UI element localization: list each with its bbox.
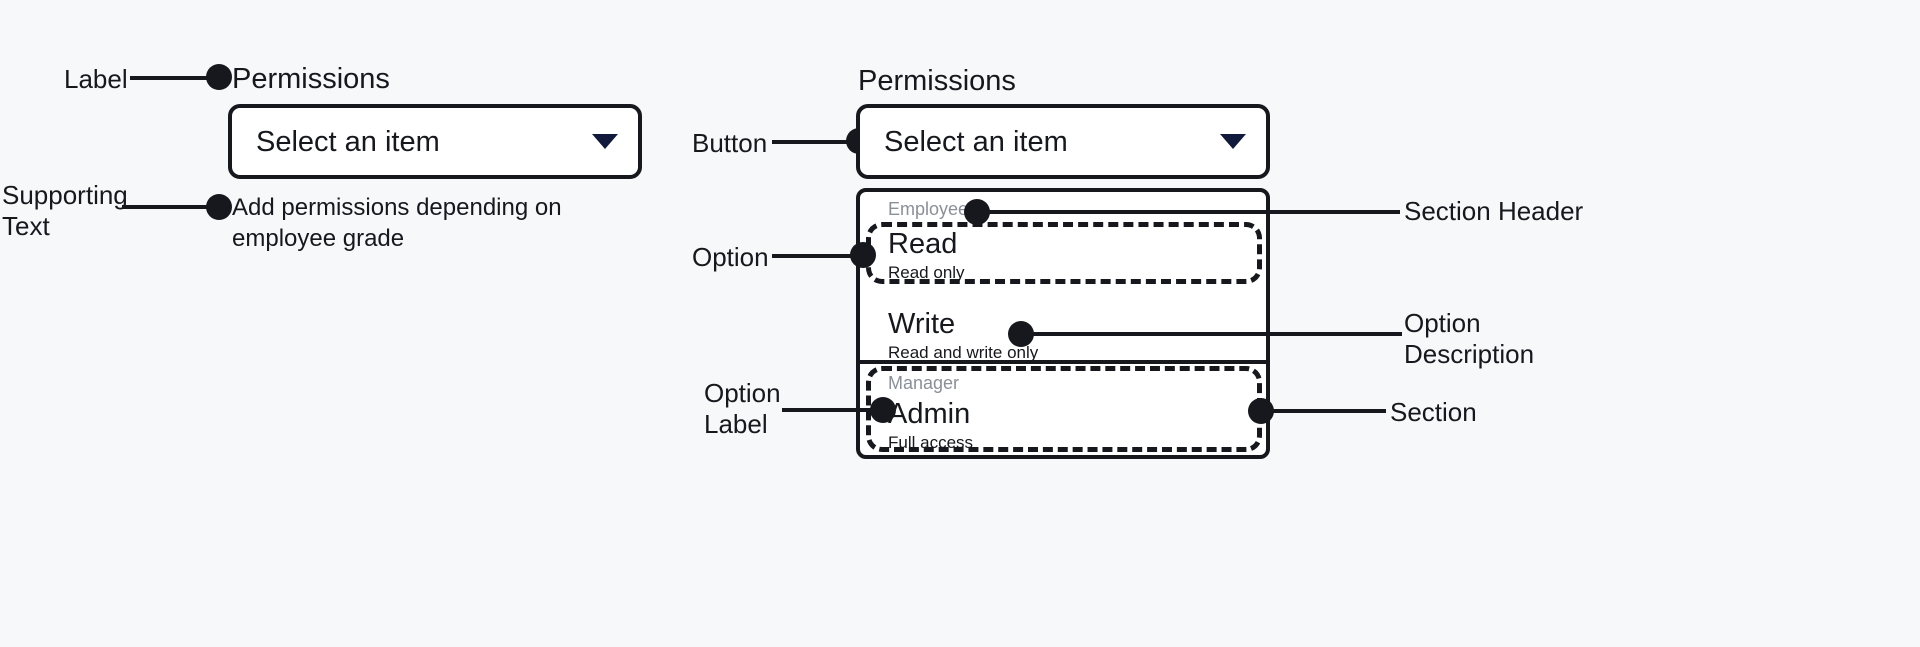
annotation-label-section-header: Section Header <box>1404 196 1584 226</box>
option-label-read: Read <box>888 228 958 260</box>
supporting-text: Add permissions depending on employee gr… <box>232 194 562 252</box>
select-value-left: Select an item <box>256 125 440 158</box>
leader-line-section <box>1262 409 1386 413</box>
chevron-down-icon-right <box>1220 134 1246 149</box>
dropdown-listbox[interactable]: Employees Read Read only Write Read and … <box>856 188 1270 459</box>
section-header-manager: Manager <box>888 373 960 393</box>
annotation-label-section: Section <box>1390 397 1477 427</box>
select-value-right: Select an item <box>884 125 1068 158</box>
leader-dot-option <box>850 242 876 268</box>
leader-line-option-label <box>782 408 878 412</box>
annotation-label-option: Option <box>692 242 769 272</box>
leader-dot-label <box>206 64 232 90</box>
leader-dot-option-label <box>870 397 896 423</box>
listbox-option-write[interactable]: Write Read and write only <box>860 292 1266 372</box>
section-header-employees: Employees <box>888 199 978 219</box>
leader-line-section-header <box>978 210 1400 214</box>
chevron-down-icon <box>592 134 618 149</box>
listbox-section-employees: Employees Read Read only Write Read and … <box>860 192 1266 362</box>
select-button-right[interactable]: Select an item <box>856 104 1270 179</box>
annotation-label-label: Label <box>64 64 128 94</box>
option-label-admin: Admin <box>888 398 971 430</box>
annotation-label-supporting-text: Supporting Text <box>2 180 128 241</box>
option-description-admin: Full access <box>888 433 974 452</box>
listbox-section-manager: Manager Admin Full access <box>860 360 1266 455</box>
leader-dot-supporting-text <box>206 194 232 220</box>
listbox-option-read[interactable]: Read Read only <box>860 222 1266 292</box>
annotation-label-option-label: Option Label <box>704 378 781 439</box>
option-description-write: Read and write only <box>888 343 1039 362</box>
option-description-read: Read only <box>888 263 965 282</box>
annotation-label-option-description: Option Description <box>1404 308 1535 369</box>
leader-line-label <box>130 76 215 80</box>
leader-line-button <box>772 140 858 144</box>
annotation-label-button: Button <box>692 128 768 158</box>
select-closed-left[interactable]: Select an item <box>228 104 642 179</box>
field-label-permissions-right: Permissions <box>858 65 1016 97</box>
leader-line-option <box>772 254 858 258</box>
listbox-option-admin[interactable]: Admin Full access <box>860 396 1266 455</box>
leader-line-supporting-text <box>122 205 214 209</box>
field-label-permissions: Permissions <box>232 63 390 95</box>
leader-line-option-description <box>1022 332 1402 336</box>
option-label-write: Write <box>888 308 956 340</box>
